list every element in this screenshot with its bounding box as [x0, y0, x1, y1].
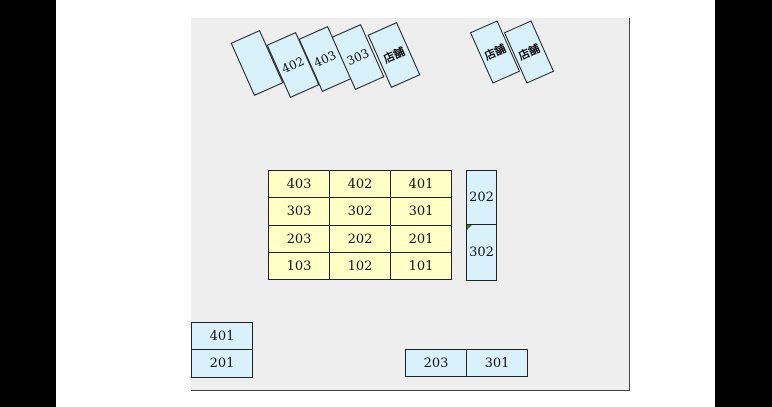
unit-center-401[interactable]: 401 — [390, 170, 452, 198]
unit-bottom-left-401[interactable]: 401 — [191, 322, 253, 350]
unit-bottom-right-203[interactable]: 203 — [405, 349, 467, 377]
unit-center-302[interactable]: 302 — [329, 197, 391, 226]
unit-center-103[interactable]: 103 — [268, 252, 330, 280]
unit-center-301[interactable]: 301 — [390, 197, 452, 226]
unit-right-302[interactable]: 302 — [466, 224, 497, 281]
unit-center-402[interactable]: 402 — [329, 170, 391, 198]
unit-center-201[interactable]: 201 — [390, 225, 452, 253]
unit-bottom-left-201[interactable]: 201 — [191, 349, 253, 378]
unit-center-101[interactable]: 101 — [390, 252, 452, 280]
green-marker — [467, 225, 472, 230]
unit-center-403[interactable]: 403 — [268, 170, 330, 198]
unit-center-203[interactable]: 203 — [268, 225, 330, 253]
unit-center-303[interactable]: 303 — [268, 197, 330, 226]
page: 402 403 303 店舗 店舗 店舗 403 402 401 303 302… — [56, 0, 715, 407]
unit-center-202[interactable]: 202 — [329, 225, 391, 253]
unit-center-102[interactable]: 102 — [329, 252, 391, 280]
unit-bottom-right-301[interactable]: 301 — [466, 349, 528, 377]
unit-right-202[interactable]: 202 — [466, 170, 497, 225]
site-plan: 402 403 303 店舗 店舗 店舗 403 402 401 303 302… — [191, 18, 630, 391]
